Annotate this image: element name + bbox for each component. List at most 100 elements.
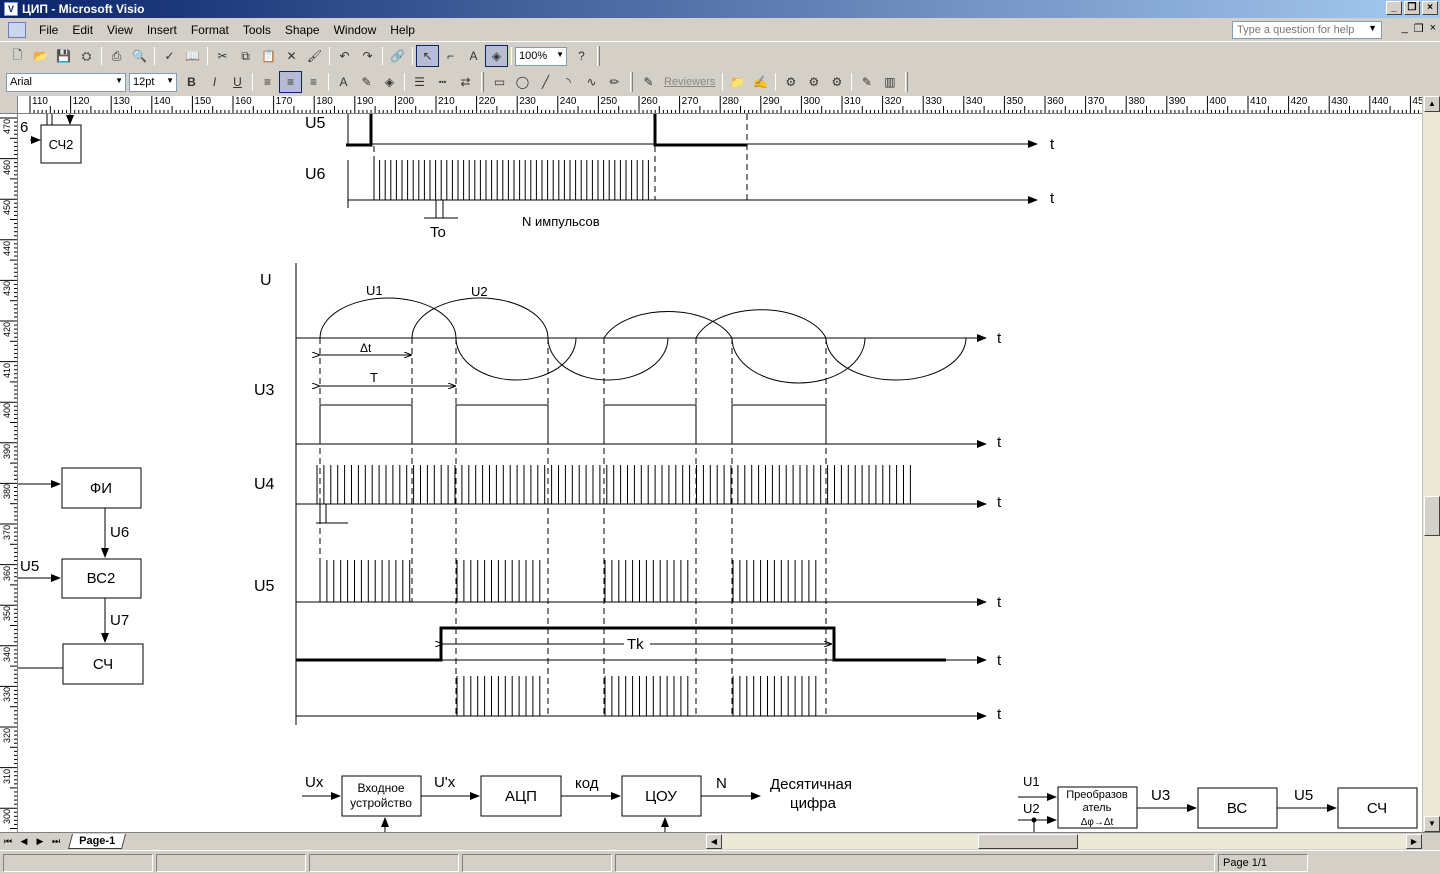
first-page-icon[interactable]: ⏮ bbox=[3, 835, 13, 846]
timing-diagram-top[interactable]: U5 t U6 t To N импульсов bbox=[305, 114, 1055, 241]
align-right-icon[interactable]: ≡ bbox=[309, 75, 317, 89]
scroll-left-button[interactable]: ◀ bbox=[706, 834, 722, 849]
pencil-tool-icon[interactable]: ✏ bbox=[609, 75, 620, 89]
menu-view[interactable]: View bbox=[107, 23, 133, 37]
print-preview-icon[interactable]: 🔍 bbox=[132, 49, 147, 63]
line-ends-icon[interactable]: ⇄ bbox=[460, 75, 471, 89]
help-search-input[interactable]: Type a question for help ▼ bbox=[1232, 21, 1382, 39]
align-left-icon[interactable]: ≡ bbox=[263, 75, 271, 89]
menu-format[interactable]: Format bbox=[190, 23, 229, 37]
bold-button[interactable]: B bbox=[187, 75, 196, 89]
line-pattern-icon[interactable]: ┅ bbox=[438, 75, 447, 89]
block-sch2[interactable] bbox=[40, 124, 82, 164]
cut-icon[interactable]: ✂ bbox=[217, 49, 228, 63]
menu-window[interactable]: Window bbox=[333, 23, 377, 37]
text-tool-icon[interactable]: A bbox=[469, 49, 478, 63]
folder-icon[interactable]: 📁 bbox=[730, 75, 746, 89]
font-color-icon[interactable]: A bbox=[339, 75, 348, 89]
arc-tool-icon[interactable]: ◝ bbox=[566, 75, 571, 89]
horizontal-scroll-thumb[interactable] bbox=[978, 834, 1078, 849]
horizontal-scrollbar[interactable]: ◀ ▶ bbox=[706, 834, 1422, 849]
block-vs2[interactable] bbox=[61, 558, 142, 599]
block-sch2-group[interactable]: 6 СЧ2 bbox=[20, 114, 82, 164]
restore-button[interactable]: ❐ bbox=[1404, 1, 1420, 15]
block-adc[interactable] bbox=[480, 775, 562, 817]
font-size-combo[interactable]: 12pt ▼ bbox=[129, 72, 177, 92]
italic-button[interactable]: I bbox=[212, 75, 217, 89]
redo-icon[interactable]: ↷ bbox=[362, 49, 373, 63]
undo-icon[interactable]: ↶ bbox=[339, 49, 350, 63]
shapes-icon[interactable]: ◈ bbox=[485, 45, 508, 67]
previous-page-icon[interactable]: ◀ bbox=[20, 835, 28, 846]
block-converter[interactable] bbox=[1057, 786, 1138, 829]
rectangle-tool-icon[interactable]: ▭ bbox=[493, 75, 506, 89]
line-tool-icon[interactable]: ╱ bbox=[541, 75, 550, 89]
timing-diagram-main[interactable]: U t U1 U2 Δt T U3 bbox=[254, 263, 1002, 725]
delete-icon[interactable]: ✕ bbox=[286, 49, 297, 63]
menu-edit[interactable]: Edit bbox=[72, 23, 94, 37]
fill-color-icon[interactable]: ◈ bbox=[384, 75, 395, 89]
comment-icon[interactable]: ✎ bbox=[861, 75, 872, 89]
scroll-up-button[interactable]: ▲ bbox=[1424, 96, 1440, 112]
block-vs[interactable] bbox=[1197, 787, 1278, 829]
permission-icon[interactable]: ⛭ bbox=[81, 48, 92, 63]
scroll-down-button[interactable]: ▼ bbox=[1424, 816, 1440, 832]
vertical-scrollbar[interactable]: ▲ ▼ bbox=[1422, 96, 1440, 832]
menu-help[interactable]: Help bbox=[390, 23, 415, 37]
menu-file[interactable]: File bbox=[39, 23, 59, 37]
pointer-tool-icon[interactable]: ↖ bbox=[416, 45, 439, 67]
bottom-block-chain[interactable]: Ux Входное устройство U'x АЦП код ЦОУ N … bbox=[302, 774, 1418, 832]
research-icon[interactable]: 📖 bbox=[185, 49, 200, 63]
underline-button[interactable]: U bbox=[233, 75, 242, 89]
menu-shape[interactable]: Shape bbox=[284, 23, 320, 37]
left-block-chain[interactable]: ФИ U6 U5 ВС2 U7 СЧ bbox=[18, 467, 144, 685]
previous-markup-icon[interactable]: ⚙ bbox=[785, 75, 797, 89]
block-sch-bottom[interactable] bbox=[1337, 787, 1418, 829]
menu-tools[interactable]: Tools bbox=[242, 23, 271, 37]
close-button[interactable]: × bbox=[1422, 1, 1438, 15]
print-icon[interactable]: ⎙ bbox=[111, 48, 122, 63]
help-icon[interactable]: ? bbox=[578, 49, 585, 63]
font-combo[interactable]: Arial ▼ bbox=[6, 72, 126, 92]
new-icon[interactable]: 🗋 bbox=[12, 47, 23, 62]
markup-icon[interactable]: ✎ bbox=[643, 75, 654, 89]
next-markup-icon[interactable]: ⚙ bbox=[808, 75, 820, 89]
scroll-right-button[interactable]: ▶ bbox=[1406, 834, 1422, 849]
vertical-scroll-thumb[interactable] bbox=[1424, 496, 1440, 536]
chevron-down-icon[interactable]: ▼ bbox=[115, 75, 123, 85]
doc-minimize-button[interactable]: _ bbox=[1401, 22, 1408, 34]
last-page-icon[interactable]: ⏭ bbox=[51, 835, 61, 846]
block-fi[interactable] bbox=[61, 467, 142, 509]
chevron-down-icon[interactable]: ▼ bbox=[166, 75, 174, 85]
page-tab[interactable]: Page-1 bbox=[67, 833, 127, 849]
format-painter-icon[interactable]: 🖌 bbox=[306, 49, 323, 63]
ellipse-tool-icon[interactable]: ◯ bbox=[515, 75, 530, 89]
freeform-tool-icon[interactable]: ∿ bbox=[586, 75, 597, 89]
drawing-canvas[interactable]: 6 СЧ2 U5 t U6 t bbox=[18, 114, 1422, 832]
line-weight-icon[interactable]: ☰ bbox=[414, 75, 425, 89]
open-icon[interactable]: 📂 bbox=[33, 49, 48, 63]
chevron-down-icon[interactable]: ▼ bbox=[556, 49, 564, 59]
chevron-down-icon[interactable]: ▼ bbox=[1368, 23, 1377, 33]
align-center-icon[interactable]: ≡ bbox=[279, 71, 302, 93]
document-icon[interactable] bbox=[8, 22, 26, 38]
minimize-button[interactable]: _ bbox=[1386, 1, 1402, 15]
menu-insert[interactable]: Insert bbox=[146, 23, 177, 37]
paste-icon[interactable]: 📋 bbox=[261, 49, 276, 63]
hyperlink-icon[interactable]: 🔗 bbox=[390, 49, 405, 63]
next-page-icon[interactable]: ▶ bbox=[36, 835, 44, 846]
copy-icon[interactable]: ⧉ bbox=[241, 48, 250, 63]
zoom-combo[interactable]: 100% ▼ bbox=[515, 46, 567, 66]
save-icon[interactable]: 💾 bbox=[56, 49, 71, 63]
reviewers-button[interactable]: Reviewers bbox=[664, 76, 716, 88]
delete-markup-icon[interactable]: ⚙ bbox=[831, 75, 843, 89]
block-input-device[interactable] bbox=[341, 775, 422, 817]
spelling-icon[interactable]: ✓ bbox=[164, 49, 175, 63]
connector-tool-icon[interactable]: ⌐ bbox=[446, 49, 454, 63]
doc-restore-button[interactable]: ❐ bbox=[1413, 23, 1424, 35]
ink-icon[interactable]: ✍ bbox=[753, 75, 769, 89]
visio-app-icon[interactable]: V bbox=[4, 2, 18, 16]
doc-close-button[interactable]: × bbox=[1429, 22, 1436, 34]
